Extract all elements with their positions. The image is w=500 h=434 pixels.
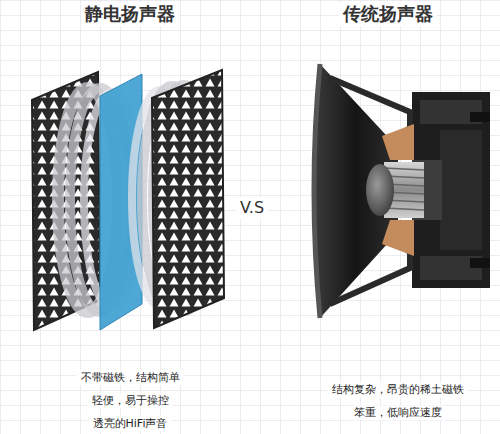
dynamic-speaker <box>314 64 490 318</box>
electrostatic-speaker <box>32 70 224 330</box>
caption-line: 笨重，低响应速度 <box>350 405 446 420</box>
surround <box>314 64 320 318</box>
panel-heading: 传统扬声器 <box>339 2 437 26</box>
versus-mark: V.S <box>236 197 268 218</box>
magnet <box>440 130 482 250</box>
caption-line: 不带磁铁，结构简单 <box>77 370 184 385</box>
dust-cap <box>366 164 394 216</box>
caption-line: 结构复杂，昂贵的稀土磁铁 <box>328 382 468 397</box>
spider <box>382 220 414 256</box>
spider <box>382 124 414 160</box>
panel-heading: 静电扬声器 <box>81 2 179 26</box>
caption-line: 轻便，易于操控 <box>88 393 173 408</box>
caption-line: 透亮的HiFi声音 <box>89 416 172 431</box>
stator-mesh <box>152 70 224 328</box>
